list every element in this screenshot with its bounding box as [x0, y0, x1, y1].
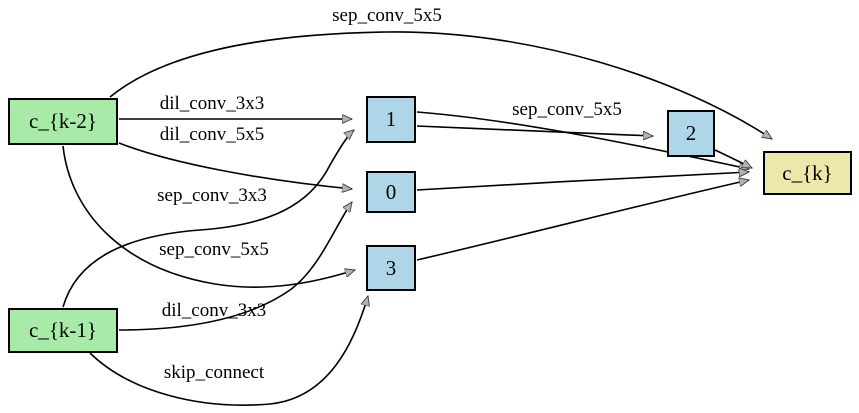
- node-label: 1: [385, 107, 397, 131]
- edge-label-ck2-to-n3: sep_conv_3x3: [157, 185, 267, 206]
- node-0[interactable]: 0: [366, 171, 416, 213]
- edge-label-ck1-to-n0: dil_conv_3x3: [161, 300, 267, 321]
- node-label: 2: [685, 121, 697, 145]
- edge-ck2-to-ck: [109, 31, 772, 140]
- node-2[interactable]: 2: [667, 110, 715, 157]
- edge-label-ck1-to-n1: sep_conv_5x5: [159, 239, 269, 260]
- edge-ck1-to-n0: [118, 202, 353, 331]
- node-ck-minus-2[interactable]: c_{k-2}: [8, 98, 118, 145]
- edge-ck2-to-n0: [118, 142, 352, 189]
- edge-n0-to-ck: [416, 172, 749, 191]
- node-1[interactable]: 1: [366, 96, 416, 143]
- node-ck-output[interactable]: c_{k}: [763, 151, 852, 195]
- edge-label-ck1-to-n3: skip_connect: [163, 362, 265, 383]
- edge-label-ck2-to-ck: sep_conv_5x5: [332, 5, 442, 26]
- edge-label-ck2-to-n0: dil_conv_5x5: [159, 124, 265, 145]
- node-ck-minus-1[interactable]: c_{k-1}: [8, 308, 118, 353]
- node-label: c_{k}: [782, 160, 833, 185]
- edge-n3-to-ck: [416, 180, 749, 261]
- edge-ck1-to-n3: [89, 296, 368, 406]
- edge-n1-to-n2: [416, 125, 653, 136]
- node-3[interactable]: 3: [366, 245, 416, 291]
- node-label: c_{k-1}: [29, 318, 97, 342]
- node-label: c_{k-2}: [29, 109, 97, 133]
- edge-n1-to-ck: [416, 111, 749, 169]
- node-label: 0: [385, 179, 397, 204]
- edge-label-n1-to-n2: sep_conv_5x5: [512, 99, 622, 120]
- node-label: 3: [385, 255, 397, 280]
- edge-n2-to-ck: [714, 149, 752, 169]
- edge-label-ck2-to-n1: dil_conv_3x3: [159, 93, 265, 114]
- edge-ck2-to-n3: [62, 145, 355, 288]
- edge-ck1-to-n1: [62, 130, 354, 308]
